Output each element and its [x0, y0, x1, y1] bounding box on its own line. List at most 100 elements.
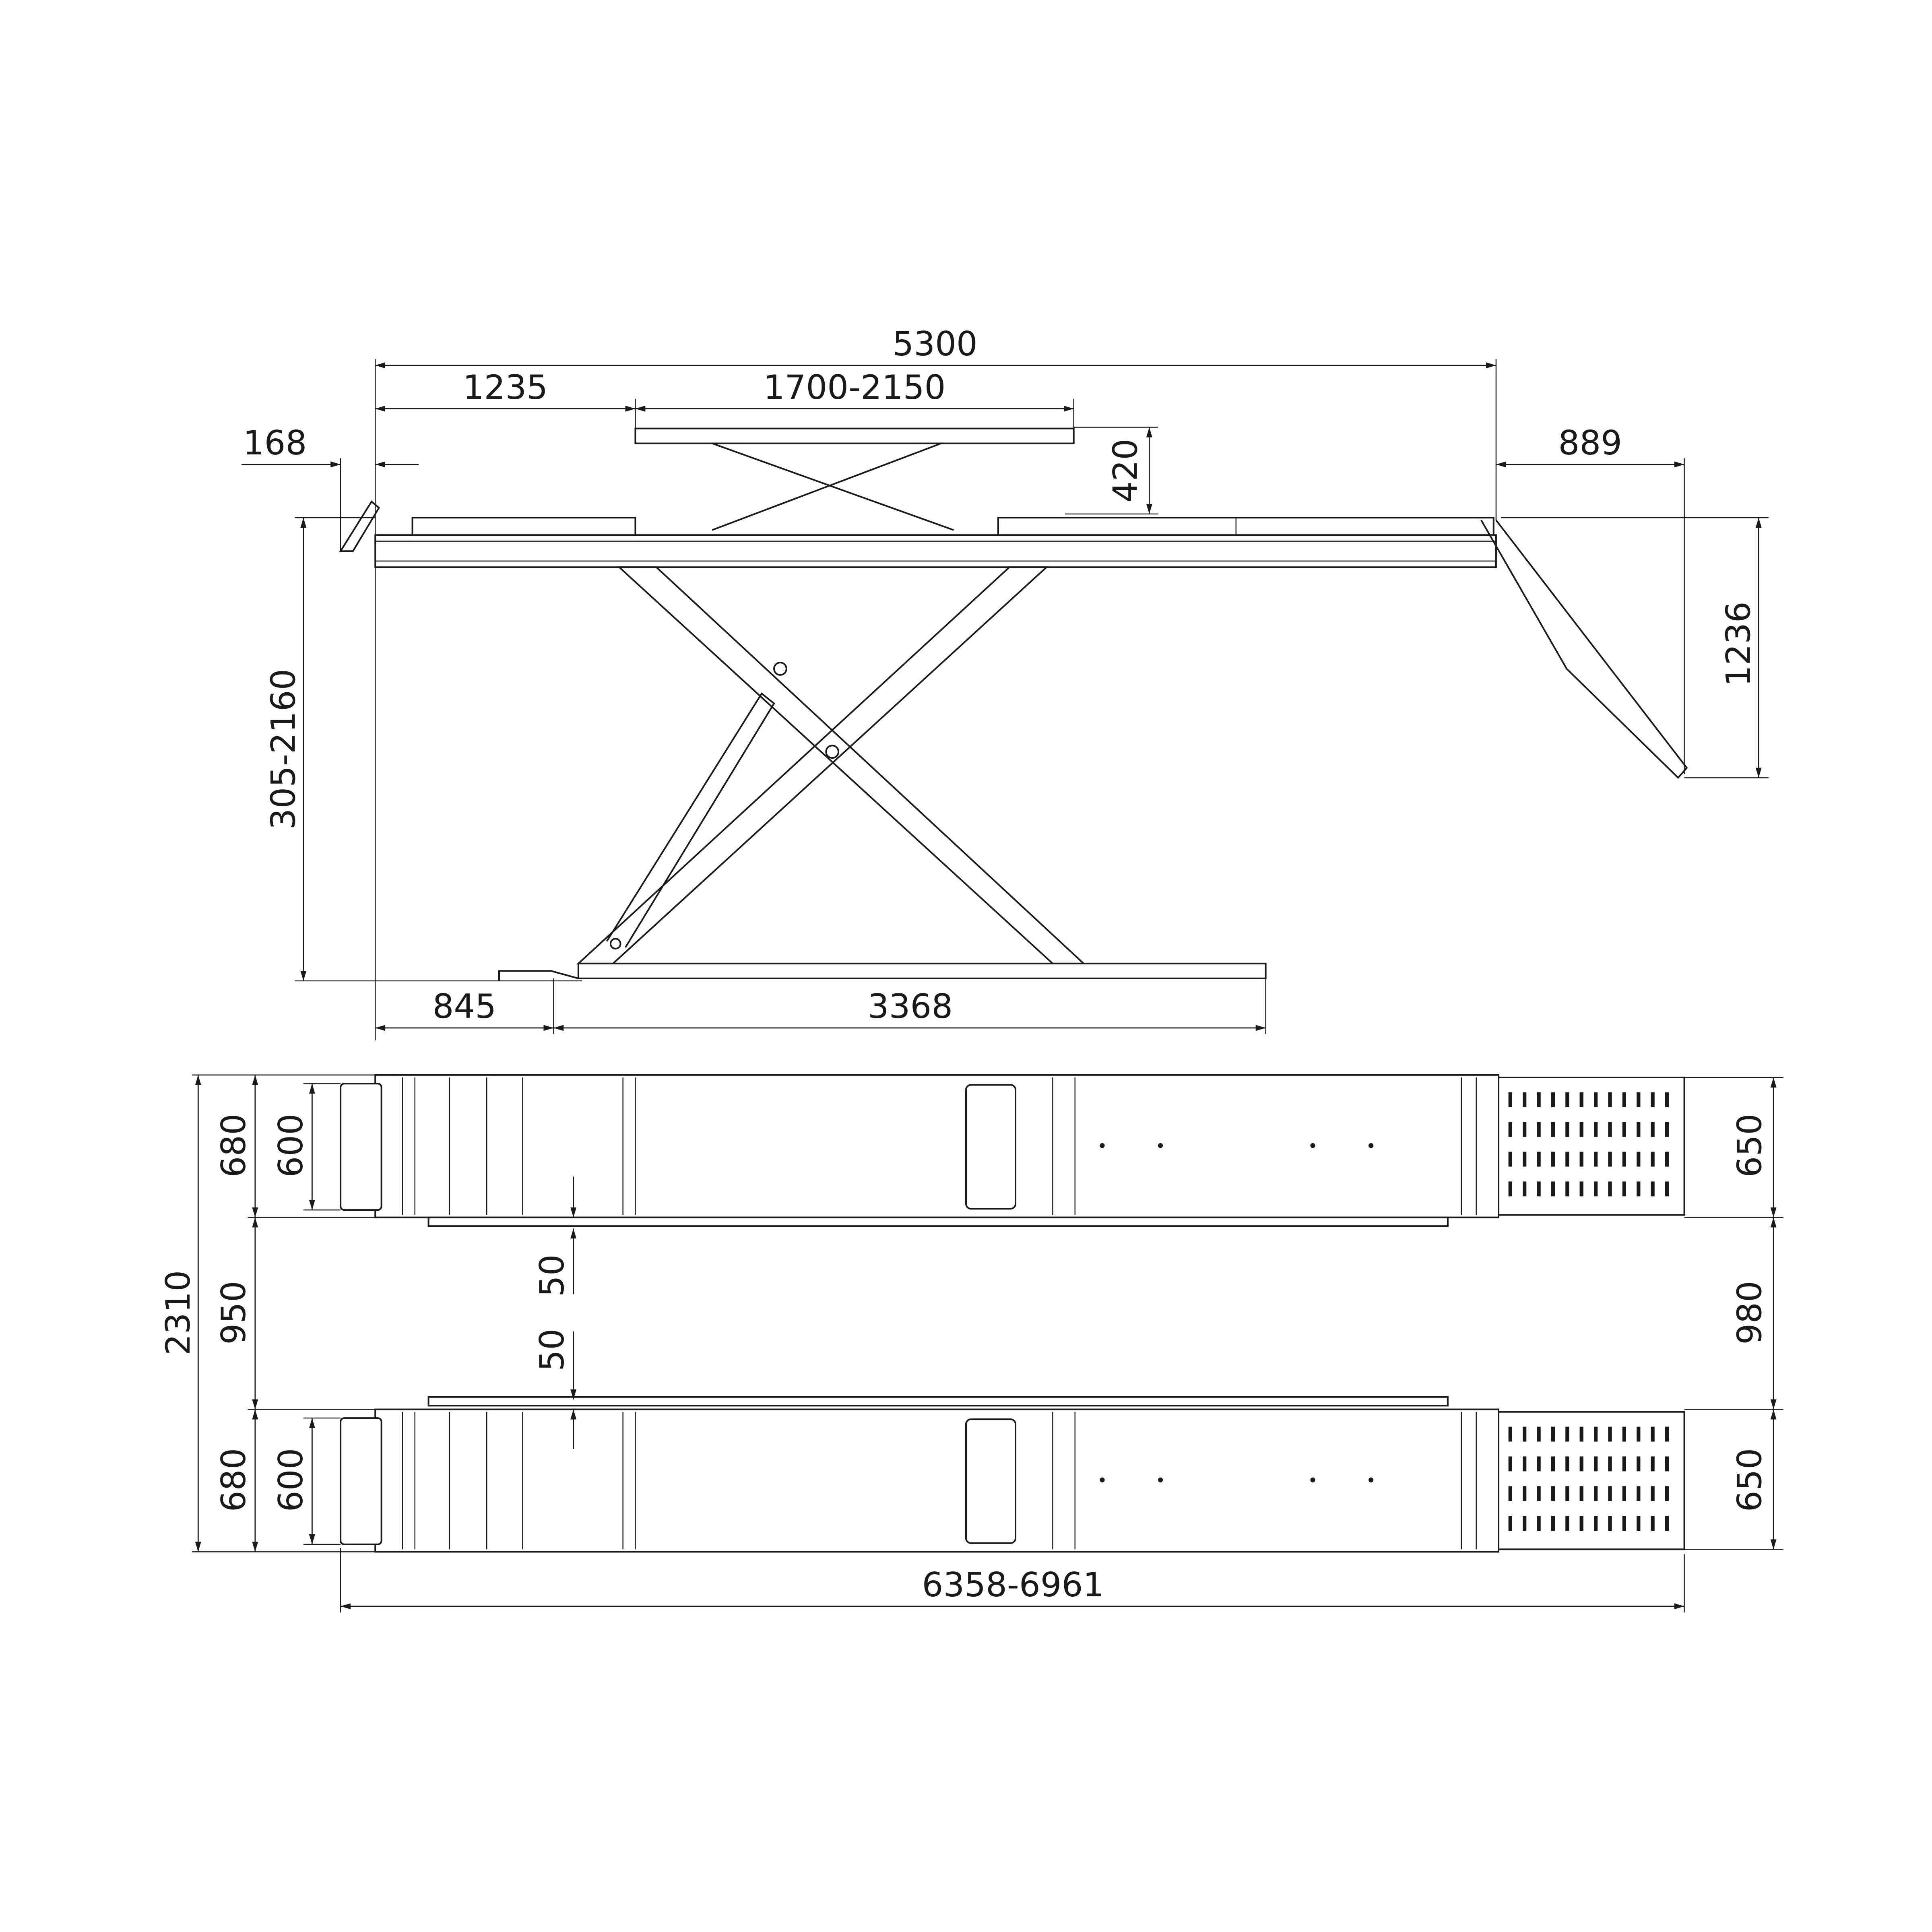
- ramp-slot: [1565, 1152, 1569, 1167]
- hydraulic-cylinder: [606, 692, 775, 948]
- ramp-slot: [1537, 1152, 1541, 1167]
- dim-pad-width-bottom: 600: [271, 1448, 310, 1512]
- side-rail-bottom: [427, 1396, 1449, 1407]
- ramp-slot: [1594, 1181, 1598, 1197]
- base-plate: [498, 970, 579, 981]
- ramp-slot: [1637, 1181, 1641, 1197]
- ramp-slot: [1523, 1181, 1527, 1197]
- top-view: [340, 1074, 1685, 1553]
- ramp-slot: [1551, 1456, 1555, 1472]
- ramp-slot: [1508, 1486, 1512, 1501]
- ramp-slot: [1665, 1181, 1669, 1197]
- top-dimensions: 2310 680 950 680 600 600 50 50 650 980 6…: [159, 1074, 1783, 1613]
- ramp-slot: [1622, 1122, 1626, 1137]
- runway-top: [374, 1074, 1500, 1218]
- ramp-slot: [1523, 1122, 1527, 1137]
- ramp-slot: [1579, 1486, 1583, 1501]
- ramp-slot: [1579, 1516, 1583, 1531]
- ramp-slot: [1565, 1486, 1569, 1501]
- ramp-slot: [1665, 1486, 1669, 1501]
- ramp-slot: [1637, 1426, 1641, 1442]
- dim-total-width: 2310: [159, 1270, 198, 1355]
- jack-pad-top: [965, 1084, 1017, 1210]
- ramp-slot: [1665, 1516, 1669, 1531]
- ramp-slot: [1551, 1486, 1555, 1501]
- ramp-slot: [1594, 1456, 1598, 1472]
- scissor-arm-a: [617, 566, 1086, 964]
- ramp-slot: [1523, 1486, 1527, 1501]
- ramp-slot: [1537, 1181, 1541, 1197]
- base-frame: [577, 962, 1267, 979]
- ramp-slot: [1537, 1456, 1541, 1472]
- ramp-slot: [1665, 1122, 1669, 1137]
- ramp-slot: [1523, 1152, 1527, 1167]
- ramp-slot: [1565, 1122, 1569, 1137]
- ramp-slot: [1594, 1092, 1598, 1107]
- dim-jack-range: 1700-2150: [764, 368, 946, 407]
- ramp-slot: [1637, 1516, 1641, 1531]
- ramp-slot: [1508, 1092, 1512, 1107]
- ramp-slot: [1622, 1456, 1626, 1472]
- ramp-slot: [1523, 1092, 1527, 1107]
- ramp-slot: [1508, 1456, 1512, 1472]
- dim-rear-ramp: 889: [1558, 423, 1622, 462]
- ramp-slot: [1537, 1486, 1541, 1501]
- dim-lift-height: 305-2160: [264, 669, 303, 830]
- bolt-hole: [1368, 1477, 1374, 1483]
- ramp-slot: [1622, 1426, 1626, 1442]
- dim-overall-length-range: 6358-6961: [922, 1565, 1104, 1604]
- dim-front-to-jack: 1235: [463, 368, 548, 407]
- ramp-slot: [1551, 1122, 1555, 1137]
- ramp-slot: [1551, 1092, 1555, 1107]
- ramp-slot: [1579, 1426, 1583, 1442]
- jack-pad-bottom: [965, 1418, 1017, 1544]
- front-ramp-side: [339, 500, 380, 552]
- ramp-slot: [1537, 1092, 1541, 1107]
- ramp-slot: [1665, 1092, 1669, 1107]
- ramp-slot: [1665, 1456, 1669, 1472]
- ramp-slot: [1565, 1516, 1569, 1531]
- front-ramp-pad-bottom: [340, 1417, 382, 1545]
- ramp-slot: [1523, 1426, 1527, 1442]
- ramp-slot: [1608, 1181, 1612, 1197]
- ramp-slot: [1608, 1152, 1612, 1167]
- ramp-slot: [1608, 1486, 1612, 1501]
- ramp-slot: [1537, 1426, 1541, 1442]
- ramp-slot: [1651, 1122, 1655, 1137]
- ramp-slot: [1594, 1426, 1598, 1442]
- bolt-hole: [1368, 1143, 1374, 1148]
- ramp-slot: [1637, 1486, 1641, 1501]
- dim-ramp-width-top: 650: [1730, 1114, 1769, 1178]
- ramp-slot: [1651, 1092, 1655, 1107]
- bolt-hole: [1100, 1477, 1105, 1483]
- ramp-slot: [1651, 1486, 1655, 1501]
- dim-pad-width-top: 600: [271, 1114, 310, 1178]
- ramp-slot: [1508, 1516, 1512, 1531]
- dim-ramp-width-bottom: 650: [1730, 1448, 1769, 1512]
- ramp-slot: [1622, 1092, 1626, 1107]
- ramp-slot: [1565, 1181, 1569, 1197]
- bolt-hole: [1158, 1477, 1163, 1483]
- ramp-slot: [1579, 1456, 1583, 1472]
- ramp-slot: [1565, 1426, 1569, 1442]
- dim-base-length: 3368: [868, 987, 953, 1026]
- dim-jack-height: 420: [1106, 439, 1145, 503]
- ramp-slot: [1608, 1122, 1612, 1137]
- slip-plate: [997, 517, 1494, 536]
- jack-scissor: [712, 442, 954, 531]
- ramp-slot: [1608, 1456, 1612, 1472]
- ramp-slot: [1594, 1152, 1598, 1167]
- front-ramp-pad-top: [340, 1083, 382, 1211]
- bolt-hole: [1158, 1143, 1163, 1148]
- ramp-slot: [1523, 1516, 1527, 1531]
- ramp-slot: [1508, 1122, 1512, 1137]
- ramp-slot: [1622, 1181, 1626, 1197]
- main-platform: [374, 534, 1497, 568]
- ramp-slot: [1594, 1486, 1598, 1501]
- ramp-slot: [1637, 1092, 1641, 1107]
- ramp-slot: [1537, 1516, 1541, 1531]
- ramp-slot: [1579, 1092, 1583, 1107]
- ramp-slot: [1551, 1152, 1555, 1167]
- ramp-slot: [1523, 1456, 1527, 1472]
- ramp-slot: [1508, 1152, 1512, 1167]
